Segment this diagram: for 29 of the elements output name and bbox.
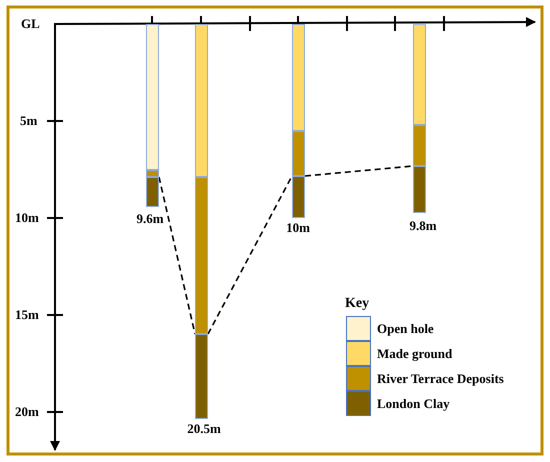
soil-layer-bar [195, 334, 208, 419]
soil-layer-bar [146, 24, 159, 170]
depth-tick-label: 20m [15, 405, 39, 418]
legend-label: Open hole [377, 322, 434, 335]
depth-tick-label: 15m [15, 308, 39, 321]
depth-label: 9.8m [409, 219, 437, 232]
legend-title: Key [345, 297, 370, 311]
soil-layer-bar [292, 24, 305, 131]
correlation-line [158, 176, 196, 334]
soil-layer-bar [413, 125, 426, 166]
correlation-line [304, 165, 414, 177]
soil-layer-bar [146, 170, 159, 177]
soil-layer-bar [292, 176, 305, 218]
axis-label: GL [21, 17, 40, 30]
legend-label: London Clay [377, 397, 450, 410]
soil-layer-bar [146, 177, 159, 207]
soil-layer-bar [413, 24, 426, 125]
legend-label: Made ground [377, 347, 452, 360]
depth-tick-label: 10m [15, 211, 39, 224]
legend-label: River Terrace Deposits [377, 372, 504, 385]
soil-layer-bar [292, 131, 305, 176]
soil-layer-bar [195, 24, 208, 177]
depth-tick-label: 5m [20, 114, 38, 127]
soil-layer-bar [195, 177, 208, 334]
depth-label: 20.5m [187, 422, 221, 435]
depth-label: 10m [286, 221, 310, 234]
soil-layer-bar [413, 166, 426, 213]
correlation-line [207, 176, 293, 334]
depth-label: 9.6m [136, 212, 164, 225]
